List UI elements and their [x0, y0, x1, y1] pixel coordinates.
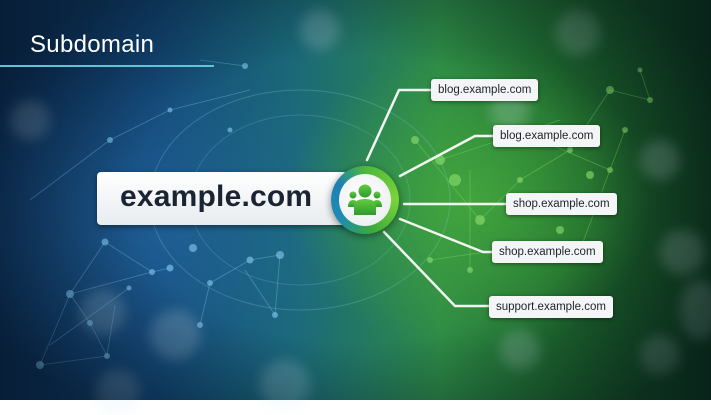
bokeh-light — [640, 140, 680, 180]
badge-inner — [339, 174, 391, 226]
subdomain-label: blog.example.com — [493, 125, 601, 147]
subdomain-label: blog.example.com — [431, 79, 539, 101]
main-domain-box — [97, 172, 347, 225]
bokeh-light — [80, 290, 125, 335]
bokeh-light — [300, 10, 340, 50]
title-underline — [0, 65, 214, 67]
bokeh-light — [660, 230, 705, 275]
page-title: Subdomain — [30, 31, 155, 58]
bokeh-light — [555, 10, 600, 55]
bokeh-light — [640, 335, 680, 375]
bokeh-light — [10, 100, 50, 140]
connector-line — [365, 88, 433, 162]
connector-line — [382, 230, 491, 308]
users-badge — [331, 166, 399, 234]
bokeh-light — [680, 280, 711, 340]
users-group-icon — [348, 184, 382, 215]
subdomain-label: shop.example.com — [506, 193, 617, 215]
bokeh-light — [500, 330, 540, 370]
bokeh-light — [150, 310, 200, 360]
subdomain-label: shop.example.com — [492, 241, 603, 263]
connector-line — [398, 217, 494, 254]
main-domain-label: example.com — [120, 180, 313, 213]
connector-line — [398, 134, 495, 178]
subdomain-label: support.example.com — [489, 296, 613, 318]
